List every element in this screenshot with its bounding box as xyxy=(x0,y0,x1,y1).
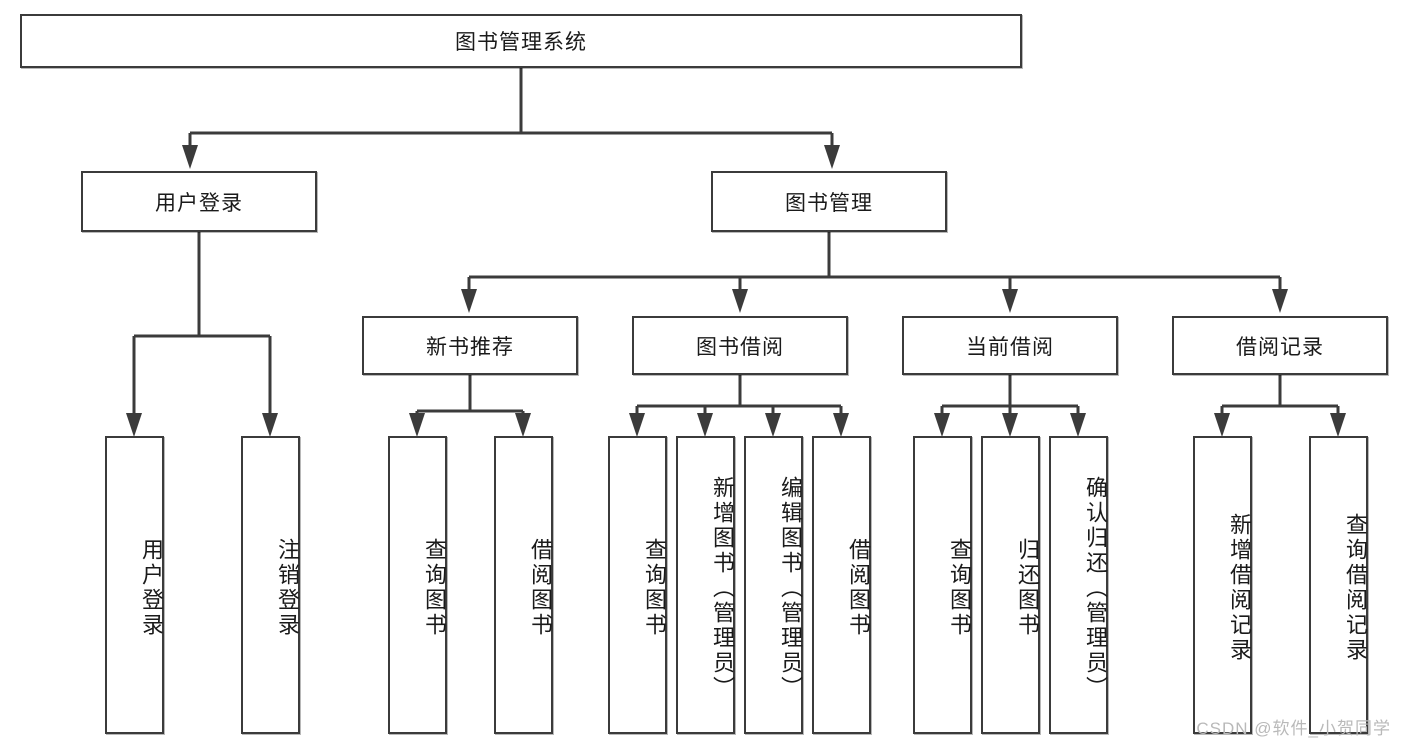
node-label: 用户登录 xyxy=(139,538,164,638)
node-label: 借阅图书 xyxy=(528,538,553,638)
watermark-text: CSDN @软件_小贺同学 xyxy=(1196,719,1391,738)
node-label: 新增借阅记录 xyxy=(1227,513,1252,663)
leaf-borrow-borrow-book[interactable]: 借阅图书 xyxy=(812,436,871,734)
node-label: 查询图书 xyxy=(947,538,972,638)
node-root-system[interactable]: 图书管理系统 xyxy=(20,14,1022,68)
leaf-current-confirm-return-admin[interactable]: 确认归还（管理员） xyxy=(1049,436,1108,734)
node-user-login[interactable]: 用户登录 xyxy=(81,171,317,232)
node-borrow-record[interactable]: 借阅记录 xyxy=(1172,316,1388,375)
node-label: 当前借阅 xyxy=(966,335,1054,359)
node-current-borrow[interactable]: 当前借阅 xyxy=(902,316,1118,375)
leaf-borrow-query-book[interactable]: 查询图书 xyxy=(608,436,667,734)
leaf-user-logout[interactable]: 注销登录 xyxy=(241,436,300,734)
leaf-record-query-record[interactable]: 查询借阅记录 xyxy=(1309,436,1368,734)
leaf-current-query-book[interactable]: 查询图书 xyxy=(913,436,972,734)
node-label: 图书管理 xyxy=(785,191,873,215)
node-label: 归还图书 xyxy=(1015,538,1040,638)
node-label: 用户登录 xyxy=(155,191,243,215)
leaf-borrow-edit-book-admin[interactable]: 编辑图书（管理员） xyxy=(744,436,803,734)
leaf-user-login[interactable]: 用户登录 xyxy=(105,436,164,734)
node-label: 新增图书（管理员） xyxy=(710,475,735,701)
node-book-management[interactable]: 图书管理 xyxy=(711,171,947,232)
node-label: 借阅图书 xyxy=(846,538,871,638)
node-label: 新书推荐 xyxy=(426,335,514,359)
node-label: 借阅记录 xyxy=(1236,335,1324,359)
node-label: 确认归还（管理员） xyxy=(1083,475,1108,701)
node-new-book-recommend[interactable]: 新书推荐 xyxy=(362,316,578,375)
leaf-record-add-record[interactable]: 新增借阅记录 xyxy=(1193,436,1252,734)
leaf-borrow-add-book-admin[interactable]: 新增图书（管理员） xyxy=(676,436,735,734)
node-book-borrow[interactable]: 图书借阅 xyxy=(632,316,848,375)
node-label: 图书借阅 xyxy=(696,335,784,359)
node-label: 查询图书 xyxy=(422,538,447,638)
leaf-newbook-borrow-book[interactable]: 借阅图书 xyxy=(494,436,553,734)
node-label: 查询借阅记录 xyxy=(1343,513,1368,663)
node-label: 查询图书 xyxy=(642,538,667,638)
leaf-current-return-book[interactable]: 归还图书 xyxy=(981,436,1040,734)
leaf-newbook-query-book[interactable]: 查询图书 xyxy=(388,436,447,734)
node-label: 图书管理系统 xyxy=(455,31,587,54)
node-label: 编辑图书（管理员） xyxy=(778,475,803,701)
node-label: 注销登录 xyxy=(275,538,300,638)
